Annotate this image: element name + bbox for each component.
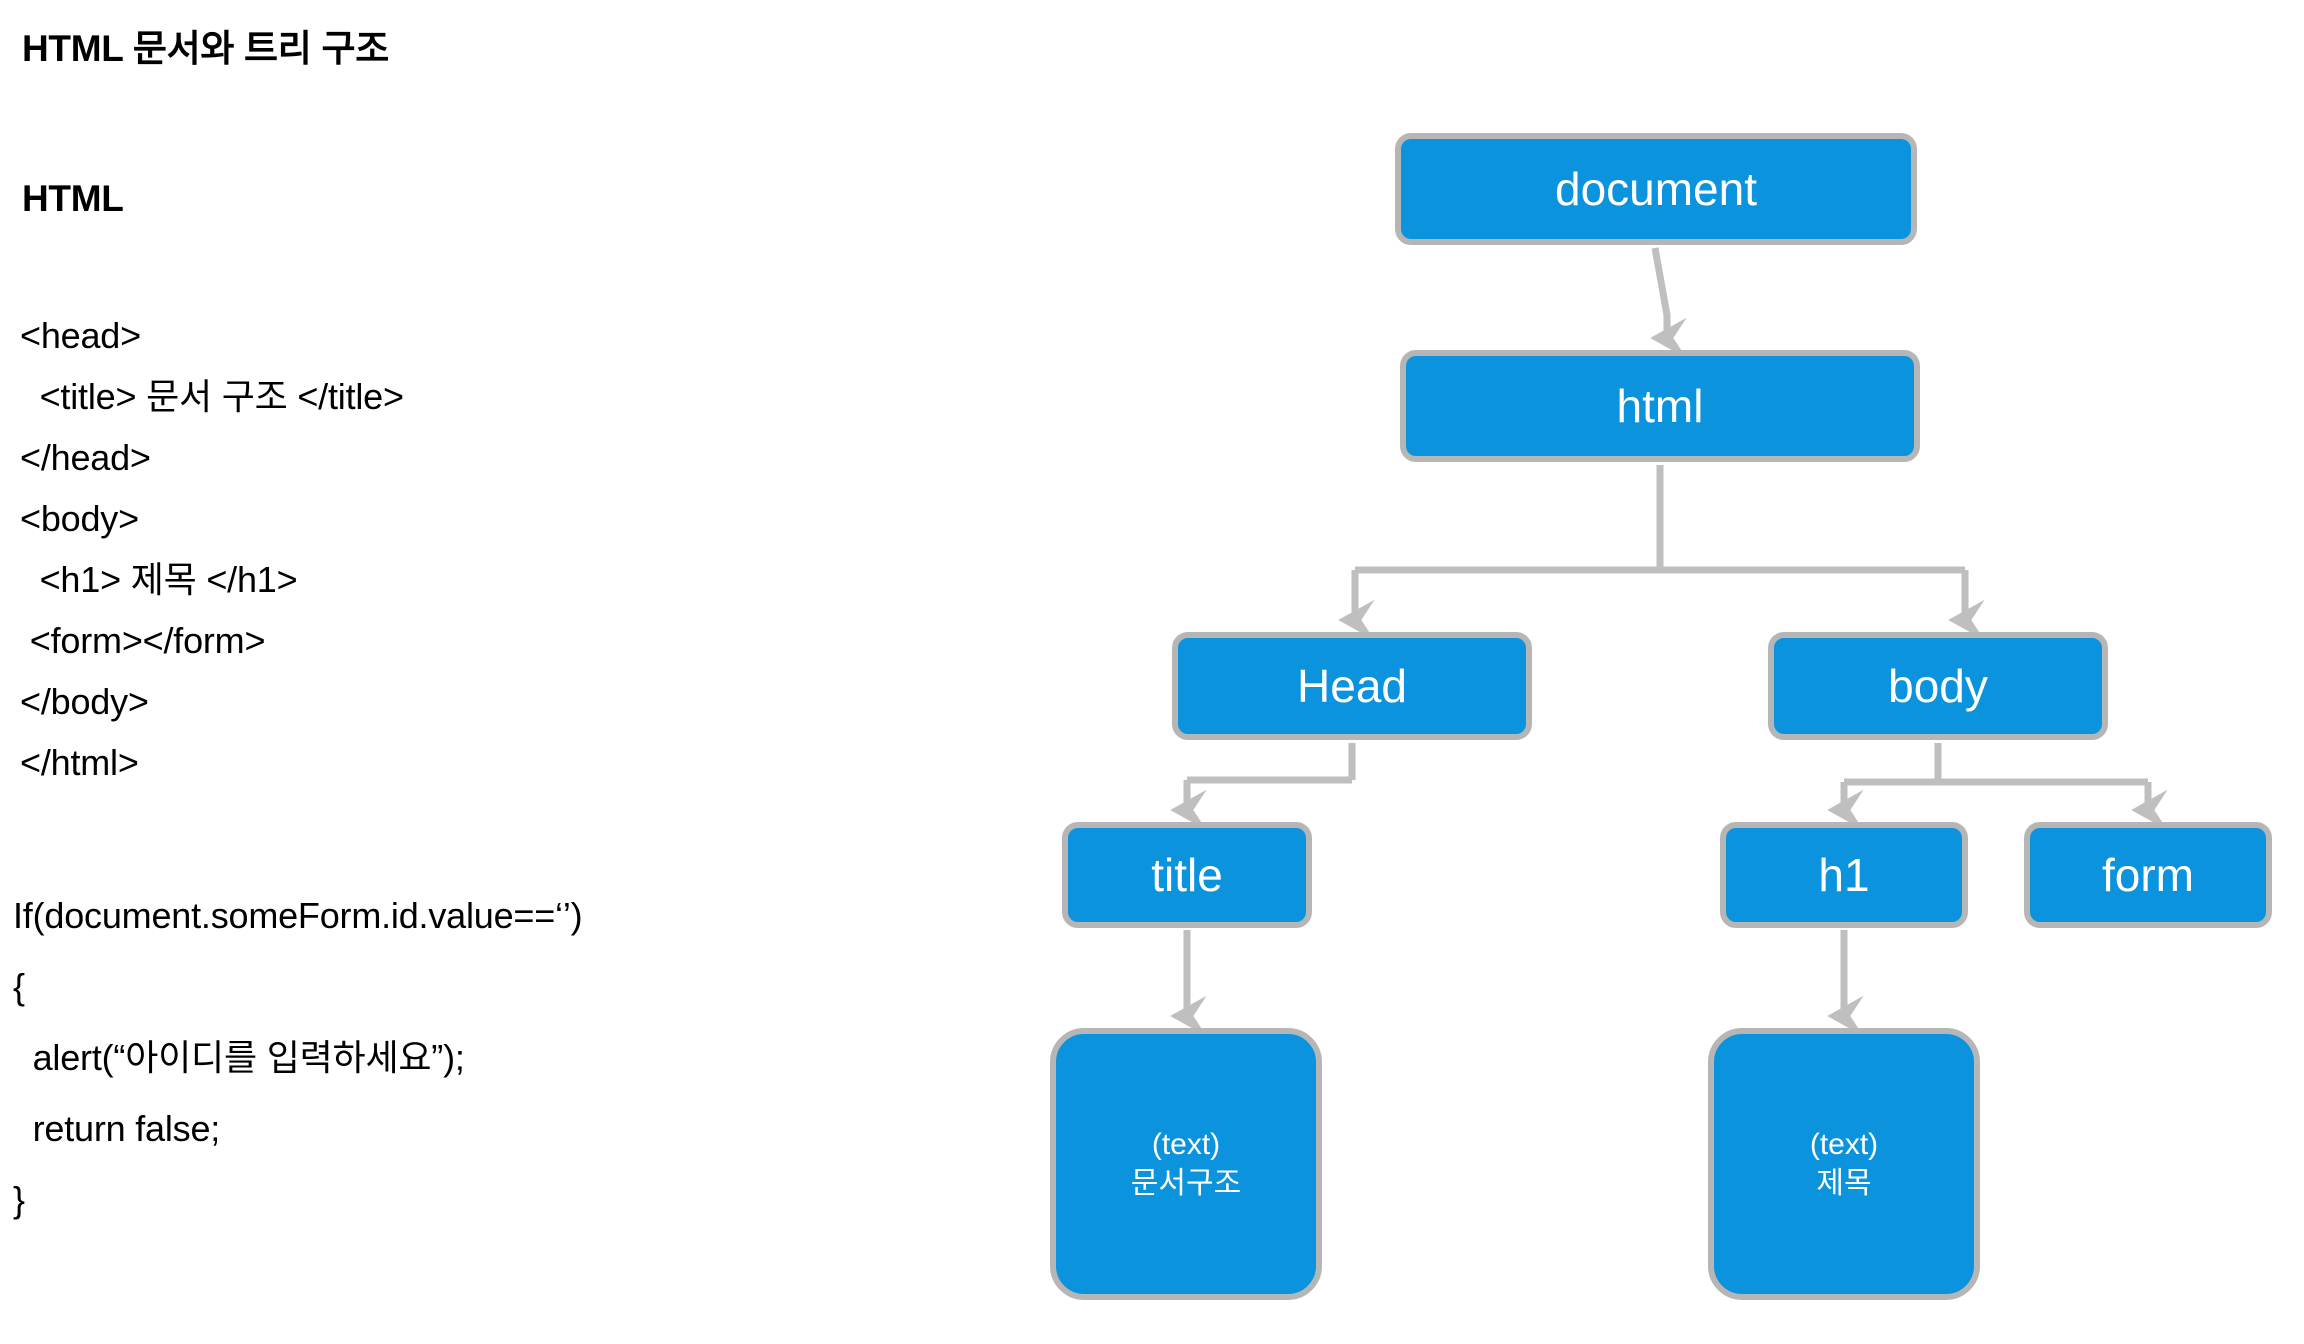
tree-node-document[interactable]: document [1395,133,1917,245]
tree-node-text-title[interactable]: (text) 문서구조 [1050,1028,1322,1300]
text-node-kind: (text) [1151,1127,1221,1161]
html-code-block: <head> <title> 문서 구조 </title> </head> <b… [20,315,404,783]
section-label-html: HTML [22,178,124,219]
text-node-value: 문서구조 [1130,1167,1242,1200]
text-node-kind: (text) [1809,1127,1879,1161]
text-content-column: HTML 문서와 트리 구조 HTML <head> <title> 문서 구조… [0,0,980,1344]
tree-node-h1[interactable]: h1 [1720,822,1968,928]
tree-node-title[interactable]: title [1062,822,1312,928]
tree-node-body[interactable]: body [1768,632,2108,740]
tree-node-text-h1[interactable]: (text) 제목 [1708,1028,1980,1300]
tree-node-html[interactable]: html [1400,350,1920,462]
text-node-value: 제목 [1816,1167,1872,1200]
tree-node-form[interactable]: form [2024,822,2272,928]
edge-document-html [1650,247,1687,359]
page-title: HTML 문서와 트리 구조 [22,28,389,69]
javascript-code-block: If(document.someForm.id.value==‘’) { ale… [13,895,583,1220]
tree-node-head[interactable]: Head [1172,632,1532,740]
